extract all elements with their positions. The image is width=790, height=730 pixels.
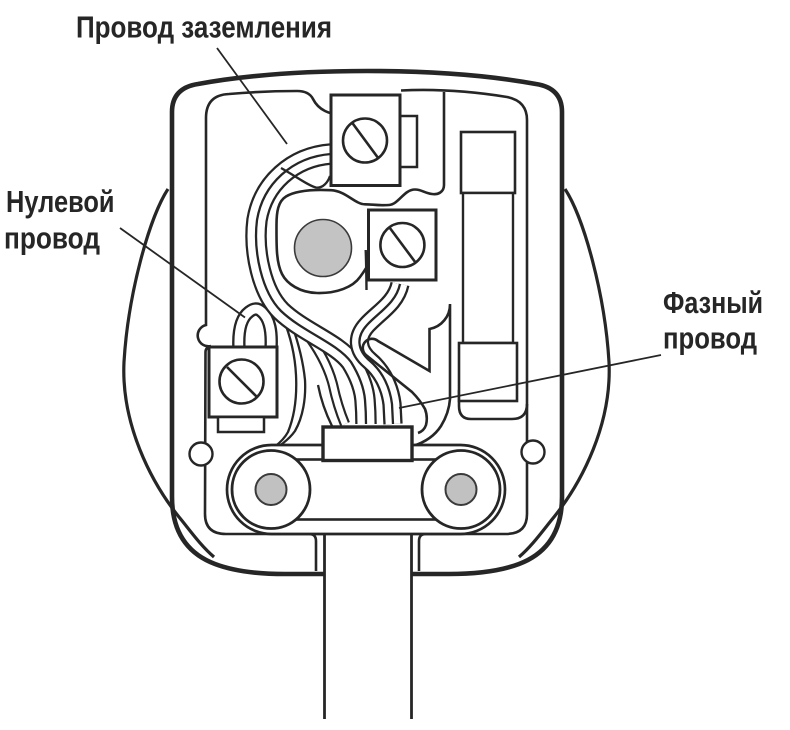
svg-text:Провод заземления: Провод заземления — [76, 10, 332, 45]
svg-text:провод: провод — [4, 221, 100, 256]
svg-text:Фазный: Фазный — [663, 285, 763, 320]
svg-text:Нулевой: Нулевой — [6, 184, 115, 219]
svg-text:провод: провод — [663, 321, 757, 356]
